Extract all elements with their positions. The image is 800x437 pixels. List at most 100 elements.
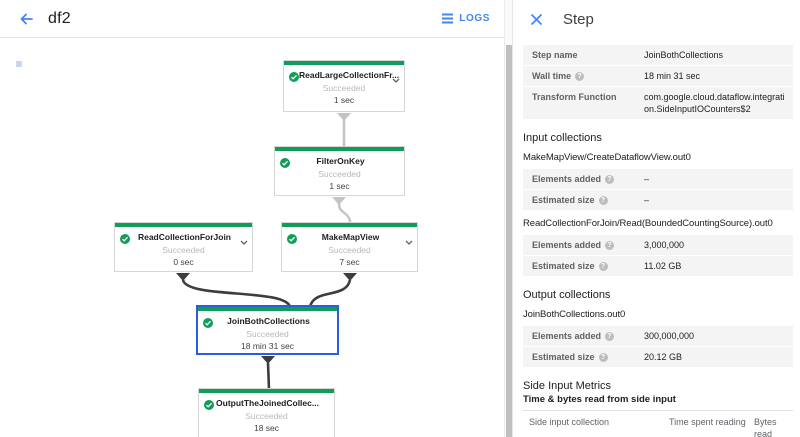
detail-key: Wall time	[532, 71, 572, 81]
detail-value: com.google.cloud.dataflow.integration.Si…	[644, 92, 785, 114]
metric-key: Estimated size	[532, 352, 595, 362]
node-time: 18 sec	[253, 423, 280, 433]
output-collections-heading: Output collections	[523, 289, 611, 301]
check-circle-icon	[287, 231, 297, 249]
node-status-bar	[275, 147, 404, 151]
close-x-icon	[530, 13, 542, 25]
step-detail-rows: Step name JoinBothCollections Wall time …	[523, 45, 793, 119]
column-header: Time spent reading	[669, 417, 746, 427]
metric-key: Elements added	[532, 331, 602, 341]
node-status: Succeeded	[322, 83, 366, 93]
check-circle-icon	[120, 231, 130, 249]
node-status-bar	[284, 61, 404, 65]
metric-value: –	[644, 174, 650, 184]
check-circle-icon	[204, 397, 214, 415]
metric-value: 3,000,000	[644, 240, 685, 250]
detail-row-transform-function: Transform Function com.google.cloud.data…	[523, 87, 793, 119]
node-title: ReadLargeCollectionFr...	[299, 70, 400, 80]
node-status-bar	[282, 223, 417, 227]
input-collections-heading: Input collections	[523, 132, 602, 144]
metric-key: Elements added	[532, 174, 602, 184]
check-circle-icon	[203, 315, 213, 333]
metric-value: –	[644, 195, 650, 205]
node-status: Succeeded	[162, 245, 205, 255]
help-icon[interactable]	[605, 240, 615, 250]
detail-row-wall-time: Wall time 18 min 31 sec	[523, 66, 793, 86]
column-header: Bytes read	[754, 417, 777, 437]
side-input-metrics-heading: Side Input Metrics	[523, 380, 612, 392]
column-header: Side input collection	[529, 417, 610, 427]
logs-button[interactable]: LOGS	[441, 13, 490, 24]
metric-value: 11.02 GB	[644, 261, 682, 271]
help-icon[interactable]	[598, 261, 608, 271]
metric-key: Elements added	[532, 240, 602, 250]
job-graph-panel: df2 LOGS	[0, 0, 504, 437]
help-icon[interactable]	[575, 71, 585, 81]
node-status: Succeeded	[246, 329, 289, 339]
node-time: 1 sec	[329, 181, 350, 191]
chevron-down-icon[interactable]	[405, 232, 413, 250]
check-circle-icon	[280, 155, 290, 173]
graph-edges	[176, 113, 357, 390]
metric-row: Estimated size –	[523, 190, 793, 210]
graph-header: df2 LOGS	[0, 0, 504, 38]
node-time: 7 sec	[339, 257, 360, 267]
node-time: 1 sec	[333, 95, 355, 105]
node-status: Succeeded	[245, 411, 288, 421]
collection-name: ReadCollectionForJoin/Read(BoundedCounti…	[523, 218, 773, 229]
help-icon[interactable]	[598, 195, 608, 205]
collection-name: JoinBothCollections.out0	[523, 309, 626, 320]
arrow-left-icon	[20, 13, 33, 24]
node-status: Succeeded	[318, 169, 361, 179]
detail-row-step-name: Step name JoinBothCollections	[523, 45, 793, 65]
metric-row: Elements added 3,000,000	[523, 235, 793, 255]
metric-row: Elements added –	[523, 169, 793, 189]
node-title: MakeMapView	[321, 232, 380, 242]
graph-node-joinbothcollections[interactable]: JoinBothCollections Succeeded 18 min 31 …	[196, 305, 339, 355]
side-input-metrics-subheading: Time & bytes read from side input	[523, 394, 676, 405]
graph-node-filteronkey[interactable]: FilterOnKey Succeeded 1 sec	[274, 146, 405, 196]
metric-row: Elements added 300,000,000	[523, 326, 793, 346]
logs-button-label: LOGS	[459, 13, 490, 24]
metric-value: 300,000,000	[644, 331, 695, 341]
step-details-panel: Step Step name JoinBothCollections Wall …	[513, 0, 800, 437]
metric-key: Estimated size	[532, 261, 595, 271]
panel-title: Step	[563, 10, 594, 28]
node-status-bar	[198, 307, 337, 311]
graph-node-readcollectionforjoin[interactable]: ReadCollectionForJoin Succeeded 0 sec	[114, 222, 253, 272]
back-button[interactable]	[14, 7, 38, 31]
help-icon[interactable]	[605, 331, 615, 341]
step-panel-header: Step	[523, 0, 793, 38]
metric-key: Estimated size	[532, 195, 595, 205]
graph-node-readlargecollection[interactable]: ReadLargeCollectionFr... Succeeded 1 sec	[283, 60, 405, 112]
node-title: JoinBothCollections	[227, 316, 310, 326]
table-header-row: Side input collection Time spent reading…	[523, 411, 793, 437]
chevron-down-icon[interactable]	[392, 70, 400, 88]
detail-key: Step name	[532, 50, 578, 60]
node-title: OutputTheJoinedCollec...	[216, 398, 319, 408]
help-icon[interactable]	[605, 174, 615, 184]
metric-row: Estimated size 11.02 GB	[523, 256, 793, 276]
metric-value: 20.12 GB	[644, 352, 683, 362]
detail-value: 18 min 31 sec	[644, 71, 701, 81]
logs-list-icon	[442, 13, 454, 24]
node-time: 18 min 31 sec	[241, 341, 294, 351]
node-time: 0 sec	[173, 257, 194, 267]
job-title: df2	[48, 9, 71, 27]
node-status-bar	[199, 389, 334, 393]
node-status: Succeeded	[328, 245, 371, 255]
scrollbar-thumb[interactable]	[506, 45, 512, 437]
metric-row: Estimated size 20.12 GB	[523, 347, 793, 367]
side-input-table: Side input collection Time spent reading…	[523, 410, 793, 437]
check-circle-icon	[289, 69, 299, 87]
detail-key: Transform Function	[532, 92, 617, 102]
minimap-dot	[16, 61, 22, 67]
graph-node-outputthejoined[interactable]: OutputTheJoinedCollec... Succeeded 18 se…	[198, 388, 335, 437]
chevron-down-icon[interactable]	[240, 232, 248, 250]
node-title: ReadCollectionForJoin	[137, 232, 232, 242]
close-button[interactable]	[526, 9, 546, 29]
help-icon[interactable]	[598, 352, 608, 362]
graph-node-makemapview[interactable]: MakeMapView Succeeded 7 sec	[281, 222, 418, 272]
panel-scrollbar	[504, 0, 513, 437]
